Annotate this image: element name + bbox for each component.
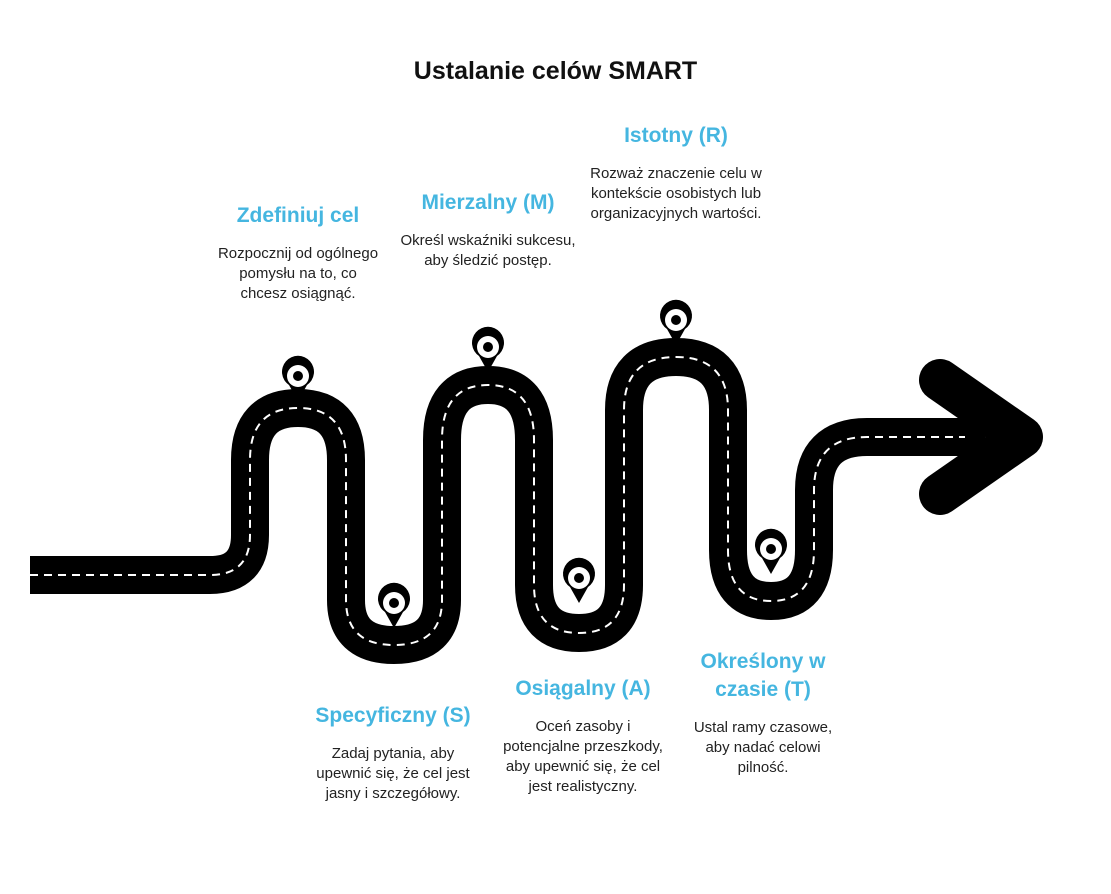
stage-measurable: Mierzalny (M) Określ wskaźniki sukcesu, … [398, 189, 578, 271]
map-pin-icon [755, 528, 787, 574]
stage-heading: Określony w czasie (T) [700, 650, 826, 701]
stage-description: Oceń zasoby i potencjalne przeszkody, ab… [503, 718, 663, 795]
map-pin-icon [378, 582, 410, 628]
arrow-right-icon [919, 359, 1043, 515]
map-pin-icon [563, 557, 595, 603]
stage-heading: Zdefiniuj cel [236, 204, 360, 227]
map-pin-icon [282, 355, 314, 401]
stage-heading: Osiągalny (A) [515, 677, 651, 700]
map-pin-icon [660, 299, 692, 345]
stage-description: Zadaj pytania, aby upewnić się, że cel j… [316, 745, 470, 802]
stage-time-bound: Określony w czasie (T) Ustal ramy czasow… [684, 648, 842, 778]
stage-heading: Istotny (R) [624, 124, 728, 147]
stage-specific: Specyficzny (S) Zadaj pytania, aby upewn… [308, 702, 478, 804]
map-pin-icon [472, 326, 504, 372]
stage-achievable: Osiągalny (A) Oceń zasoby i potencjalne … [500, 675, 666, 797]
stage-define: Zdefiniuj cel Rozpocznij od ogólnego pom… [214, 202, 382, 304]
stage-description: Rozważ znaczenie celu w kontekście osobi… [590, 165, 762, 222]
stage-description: Rozpocznij od ogólnego pomysłu na to, co… [217, 245, 379, 302]
stage-heading: Mierzalny (M) [421, 191, 555, 214]
stage-relevant: Istotny (R) Rozważ znaczenie celu w kont… [588, 122, 764, 224]
stage-heading: Specyficzny (S) [315, 704, 471, 727]
diagram-title: Ustalanie celów SMART [413, 57, 698, 85]
winding-road [30, 338, 985, 664]
lane-marking [30, 355, 965, 647]
stage-description: Ustal ramy czasowe, aby nadać celowi pil… [693, 719, 833, 776]
stage-description: Określ wskaźniki sukcesu, aby śledzić po… [400, 232, 576, 269]
